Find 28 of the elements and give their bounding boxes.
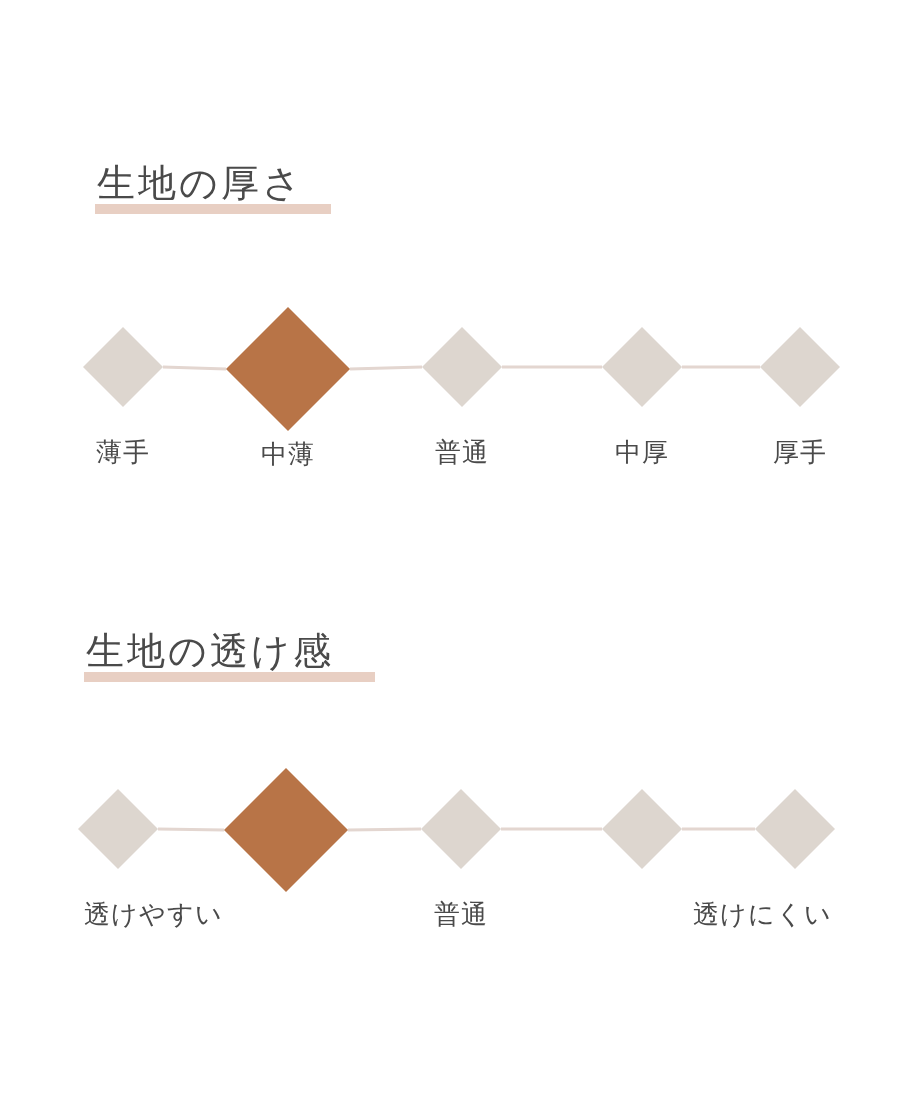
connector-line bbox=[162, 365, 227, 371]
diamond-marker bbox=[224, 768, 348, 892]
scale-label: 透けやすい bbox=[84, 898, 223, 931]
diamond-marker bbox=[755, 789, 835, 869]
scale-label: 透けにくい bbox=[693, 898, 832, 931]
connector-line bbox=[349, 365, 423, 371]
section-heading: 生地の厚さ bbox=[97, 160, 304, 207]
connector-line bbox=[502, 365, 602, 369]
connector-line bbox=[682, 365, 760, 369]
scale-label: 普通 bbox=[434, 898, 488, 931]
diamond-marker bbox=[760, 327, 840, 407]
diamond-marker bbox=[226, 307, 350, 431]
diamond-marker bbox=[78, 789, 158, 869]
connector-line bbox=[501, 827, 602, 831]
scale-label: 薄手 bbox=[96, 436, 150, 469]
diamond-marker bbox=[421, 789, 501, 869]
diamond-marker bbox=[83, 327, 163, 407]
scale-label: 中薄 bbox=[261, 438, 315, 471]
scale-label: 中厚 bbox=[615, 436, 669, 469]
diamond-marker bbox=[602, 789, 682, 869]
scale-label: 普通 bbox=[435, 436, 489, 469]
diamond-marker bbox=[422, 327, 502, 407]
connector-line bbox=[682, 827, 755, 831]
connector-line bbox=[347, 827, 422, 832]
section-heading: 生地の透け感 bbox=[86, 628, 334, 675]
diamond-marker bbox=[602, 327, 682, 407]
scale-label: 厚手 bbox=[773, 436, 827, 469]
connector-line bbox=[157, 827, 225, 832]
